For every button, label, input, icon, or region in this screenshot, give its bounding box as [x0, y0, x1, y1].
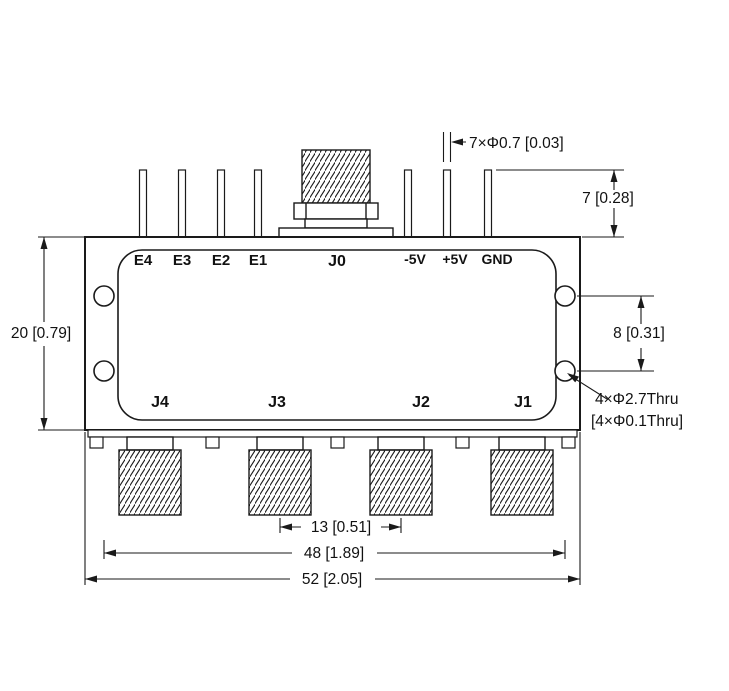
- j0-neck: [304, 218, 368, 229]
- j1-base: [498, 436, 546, 451]
- mounting-holes: [93, 285, 576, 382]
- label-j1: J1: [514, 394, 532, 411]
- label-neg5v: -5V: [404, 251, 426, 267]
- dim-connector-spacing: 13 [0.51]: [279, 518, 402, 536]
- dim-overall-width: 52 [2.05]: [84, 432, 581, 588]
- flange-strip: [87, 429, 578, 438]
- body-inner-outline: [117, 249, 557, 421]
- pin-e4: [138, 169, 148, 238]
- arrow-down: [637, 359, 645, 371]
- pin-e3: [177, 169, 187, 238]
- dim-hole-vertical-spacing: 8 [0.31]: [577, 295, 665, 372]
- label-j4: J4: [151, 394, 169, 411]
- arrow-to-hole: [567, 373, 579, 383]
- arrow-left: [451, 138, 463, 146]
- dim-body-height: 20 [0.79]: [11, 236, 85, 431]
- dim-connector-spacing-text: 13 [0.51]: [311, 519, 371, 536]
- mounting-hole-bottom-left: [93, 360, 115, 382]
- top-pins: [138, 169, 493, 238]
- mounting-hole-top-right: [554, 285, 576, 307]
- flange-tab: [89, 436, 104, 449]
- pin-gnd: [483, 169, 493, 238]
- pin-e2: [216, 169, 226, 238]
- dim-body-height-text: 20 [0.79]: [11, 325, 71, 342]
- body-outline: [84, 236, 581, 431]
- arrow-down: [610, 225, 618, 237]
- j4-base: [126, 436, 174, 451]
- callout-mounting-holes-text-mm: 4×Φ2.7Thru: [595, 391, 678, 408]
- callout-pin-diameter-text: 7×Φ0.7 [0.03]: [469, 135, 564, 152]
- flange-tab: [455, 436, 470, 449]
- label-e2: E2: [212, 252, 230, 269]
- dim-hole-h-text: 48 [1.89]: [304, 545, 364, 562]
- arrow-left: [85, 575, 97, 583]
- label-j0: J0: [328, 253, 346, 270]
- callout-mounting-holes-text-in: [4×Φ0.1Thru]: [591, 413, 683, 430]
- callout-pin-diameter: 7×Φ0.7 [0.03]: [442, 132, 564, 162]
- dim-connector-spacing-lines: [279, 518, 402, 533]
- label-pos5v: +5V: [442, 251, 468, 267]
- sma-connector-j4: [118, 436, 182, 516]
- dim-overall-width-lines: [84, 432, 581, 585]
- dim-hole-v-text: 8 [0.31]: [613, 325, 665, 342]
- arrow-left: [104, 549, 116, 557]
- flange-tab: [330, 436, 345, 449]
- arrow-down: [40, 418, 48, 430]
- callout-mounting-holes: 4×Φ2.7Thru [4×Φ0.1Thru]: [567, 373, 683, 430]
- dim-hole-horizontal-spacing: 48 [1.89]: [103, 540, 566, 562]
- dim-body-height-lines: [38, 236, 85, 431]
- label-gnd: GND: [481, 251, 512, 267]
- arrow-left: [280, 523, 292, 531]
- label-e3: E3: [173, 252, 191, 269]
- label-j2: J2: [412, 394, 430, 411]
- body-labels: E4 E3 E2 E1 J0 -5V +5V GND J4 J3 J2 J1: [134, 251, 532, 411]
- label-j3: J3: [268, 394, 286, 411]
- j2-base: [377, 436, 425, 451]
- bottom-flange: [87, 429, 578, 449]
- flange-tab: [561, 436, 576, 449]
- dim-overall-width-text: 52 [2.05]: [302, 571, 362, 588]
- label-e4: E4: [134, 252, 153, 269]
- sma-connector-j3: [248, 436, 312, 516]
- j0-threaded-barrel: [301, 149, 371, 204]
- arrow-right: [389, 523, 401, 531]
- pin-e1: [253, 169, 263, 238]
- arrow-right: [553, 549, 565, 557]
- j0-base-flange: [278, 227, 394, 238]
- dim-pin-height-lines: [496, 169, 624, 238]
- dim-hole-v-lines: [577, 295, 654, 372]
- mounting-hole-top-left: [93, 285, 115, 307]
- sma-connector-j0: [278, 149, 394, 238]
- arrow-right: [568, 575, 580, 583]
- j3-base: [256, 436, 304, 451]
- callout-pin-diameter-lines: [442, 132, 466, 162]
- pin-neg5v: [403, 169, 413, 238]
- arrow-up: [610, 170, 618, 182]
- arrow-up: [40, 237, 48, 249]
- body: [84, 236, 581, 431]
- sma-connector-j1: [490, 436, 554, 516]
- j2-threaded-barrel: [369, 449, 433, 516]
- dim-pin-height-text: 7 [0.28]: [582, 190, 634, 207]
- j3-threaded-barrel: [248, 449, 312, 516]
- arrow-up: [637, 296, 645, 308]
- dim-pin-height: 7 [0.28]: [496, 169, 634, 238]
- pin-pos5v: [442, 169, 452, 238]
- j1-threaded-barrel: [490, 449, 554, 516]
- sma-connector-j2: [369, 436, 433, 516]
- j4-threaded-barrel: [118, 449, 182, 516]
- label-e1: E1: [249, 252, 267, 269]
- dim-hole-h-lines: [103, 540, 566, 559]
- flange-tab: [205, 436, 220, 449]
